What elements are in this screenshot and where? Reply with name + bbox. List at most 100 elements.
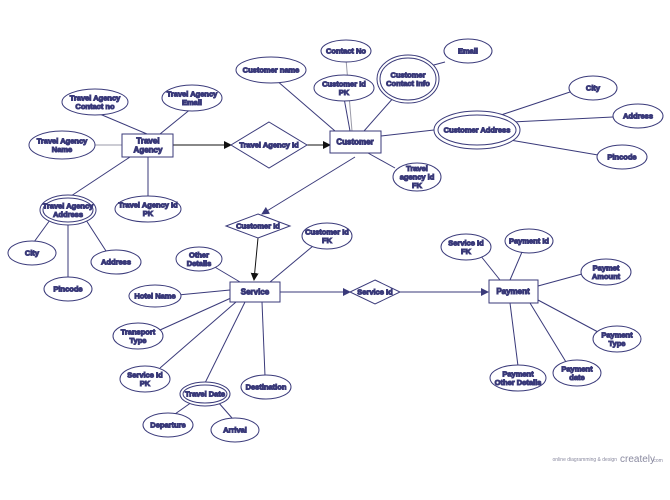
connector-line <box>204 301 246 384</box>
label-line: PK <box>339 88 350 97</box>
relationships: Travel Agency Id Customer Id Service Id <box>224 121 402 305</box>
svg-text:Address: Address <box>101 258 131 267</box>
label-line: Payment <box>502 369 534 378</box>
svg-text:Contact No: Contact No <box>326 47 366 56</box>
attribute-cust-city[interactable]: City <box>568 75 618 101</box>
connector-line <box>509 139 599 156</box>
connector-line <box>159 107 193 135</box>
label-line: Travel Agency <box>37 136 88 145</box>
label-line: Travel Agency <box>167 89 218 98</box>
attribute-cust-addr[interactable]: Address <box>612 103 664 129</box>
attribute-ta-city[interactable]: City <box>7 240 57 266</box>
label-line: Service Id <box>448 238 484 247</box>
label-line: Contact Info <box>386 79 430 88</box>
label-line: Travel Agency <box>43 201 94 210</box>
label-line: Departure <box>150 421 185 430</box>
attribute-ta-addr[interactable]: Address <box>90 249 142 275</box>
label-line: City <box>586 84 601 93</box>
attribute-svc-hotel[interactable]: Hotel Name <box>128 284 182 308</box>
attribute-cust-pincode[interactable]: Pincode <box>596 144 648 170</box>
label-line: Service Id <box>127 370 163 379</box>
svg-text:Arrival: Arrival <box>223 426 247 435</box>
connector-line <box>509 251 523 281</box>
entity-payment[interactable]: Payment <box>488 279 539 304</box>
label-line: FK <box>322 236 333 245</box>
label-line: date <box>569 373 584 382</box>
label-line: Service <box>241 288 270 297</box>
relationship-travel-agency-id[interactable]: Travel Agency Id <box>230 121 308 169</box>
label-line: Contact No <box>326 47 366 56</box>
svg-text:Customer Id: Customer Id <box>236 222 280 231</box>
connector-line <box>529 302 567 363</box>
connector-line <box>537 273 583 287</box>
attribute-pay-id[interactable]: Payment Id <box>504 228 554 254</box>
attribute-svc-departure[interactable]: Departure <box>142 412 194 438</box>
entity-customer[interactable]: Customer <box>329 130 382 154</box>
svg-text:Hotel Name: Hotel Name <box>134 292 175 301</box>
attribute-cust-contact-no[interactable]: Contact No <box>320 39 372 63</box>
connector-line <box>269 245 314 283</box>
svg-text:Departure: Departure <box>150 421 185 430</box>
label-line: Customer <box>390 70 425 79</box>
attribute-svc-destination[interactable]: Destination <box>240 374 292 400</box>
attribute-cust-address[interactable]: Customer Address <box>433 110 521 150</box>
label-line: Customer Address <box>444 126 511 135</box>
label-line: PK <box>143 209 154 218</box>
attribute-svc-arrival[interactable]: Arrival <box>210 417 260 443</box>
connector-line <box>94 111 148 135</box>
label-line: Address <box>623 112 653 121</box>
label-line: Destination <box>246 383 287 392</box>
connector-line <box>174 401 193 415</box>
connector-line <box>509 302 519 367</box>
relationship-customer-id[interactable]: Customer Id <box>224 213 292 239</box>
label-line: City <box>25 249 40 258</box>
label-line: Type <box>609 339 626 348</box>
connector-line <box>159 301 237 369</box>
attribute-svc-travel-date[interactable]: Travel Date <box>179 381 231 407</box>
label-line: agency id <box>400 173 435 182</box>
relationship-line <box>261 156 356 215</box>
connector-line <box>177 289 231 296</box>
label-line: Paymet <box>593 263 620 272</box>
attribute-ta-pincode[interactable]: Pincode <box>43 276 93 302</box>
label-line: Payment <box>601 330 633 339</box>
svg-text:Destination: Destination <box>246 383 287 392</box>
label-line: Customer Id <box>236 222 280 231</box>
svg-text:Pincode: Pincode <box>607 153 636 162</box>
label-line: Payment <box>561 364 593 373</box>
entity-service[interactable]: Service <box>229 281 281 303</box>
label-line: Travel <box>406 164 428 173</box>
attribute-cust-name[interactable]: Customer name <box>235 56 307 84</box>
label-line: Customer <box>336 138 373 147</box>
label-line: Email <box>458 47 478 56</box>
label-line: FK <box>461 247 472 256</box>
watermark: online diagramming & design creately .co… <box>553 454 663 465</box>
attribute-cust-email[interactable]: Email <box>443 38 493 64</box>
label-line: Agency <box>134 146 163 155</box>
svg-text:Customer Address: Customer Address <box>444 126 511 135</box>
relationship-service-id[interactable]: Service Id <box>348 279 402 305</box>
